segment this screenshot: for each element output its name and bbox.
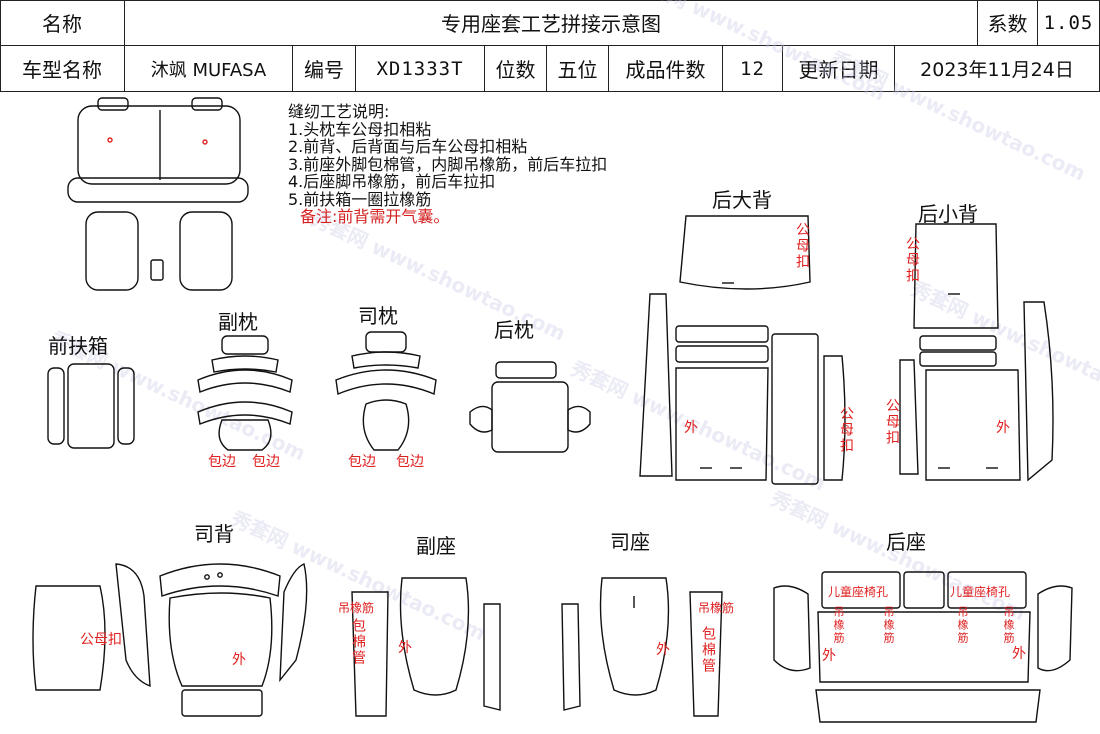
annotation-snap: 公母扣	[794, 222, 810, 270]
annotation-outer: 外	[656, 642, 670, 658]
annotation-binding: 包边	[208, 454, 236, 470]
note-item: 2.前背、后背面与后车公母扣相粘	[288, 137, 528, 156]
note-item: 3.前座外脚包棉管，内脚吊橡筋，前后车拉扣	[288, 154, 608, 174]
annotation-child-seat-hole: 儿童座椅孔	[950, 585, 1011, 599]
coefficient-value: 1.05	[1038, 0, 1100, 46]
code-label: 编号	[293, 46, 356, 92]
annotation-binding: 包边	[252, 454, 280, 470]
driver-headrest-pieces	[335, 331, 437, 451]
annotation-outer: 外	[1012, 646, 1026, 662]
label-rear-seat: 后座	[886, 530, 926, 554]
pieces-value: 12	[723, 46, 783, 92]
annotation-elastic: 吊橡筋	[698, 601, 735, 615]
name-label: 名称	[0, 0, 125, 46]
annotation-outer: 外	[398, 640, 412, 656]
label-rear-headrest: 后枕	[494, 318, 534, 342]
label-passenger-headrest: 副枕	[218, 310, 258, 334]
annotation-elastic: 吊橡筋	[832, 606, 845, 645]
model-label: 车型名称	[0, 46, 125, 92]
notes-title: 缝纫工艺说明:	[288, 102, 390, 121]
label-driver-headrest: 司枕	[358, 304, 398, 328]
annotation-elastic: 吊橡筋	[338, 601, 375, 615]
notes-remark: 备注:前背需开气囊。	[300, 207, 450, 226]
annotation-snap: 公母扣	[884, 398, 900, 446]
rear-big-back-pieces	[639, 215, 846, 485]
pattern-diagram	[32, 97, 1073, 723]
passenger-seat-pieces	[351, 577, 501, 717]
label-driver-seat: 司座	[610, 530, 650, 554]
annotation-cotton-tube: 包棉管	[350, 618, 366, 666]
sewing-notes: 缝纫工艺说明: 1.头枕车公母扣相粘 2.前背、后背面与后车公母扣相粘 3.前座…	[288, 103, 607, 226]
annotation-snap: 公母扣	[838, 406, 854, 454]
header-table: 名称 专用座套工艺拼接示意图 系数 1.05 车型名称 沐飒 MUFASA 编号…	[0, 0, 1100, 92]
annotation-binding: 包边	[396, 454, 424, 470]
label-rear-small-back: 后小背	[918, 202, 978, 226]
annotation-child-seat-hole: 儿童座椅孔	[828, 585, 889, 599]
annotation-outer: 外	[232, 652, 246, 668]
driver-back-pieces	[32, 563, 308, 717]
seats-value: 五位	[547, 46, 609, 92]
annotation-outer: 外	[996, 420, 1010, 436]
label-rear-big-back: 后大背	[712, 188, 772, 212]
annotation-binding: 包边	[348, 454, 376, 470]
driver-seat-pieces	[561, 577, 723, 717]
label-driver-back: 司背	[194, 522, 234, 546]
annotation-elastic: 吊橡筋	[882, 606, 895, 645]
note-item: 5.前扶箱一圈拉橡筋	[288, 189, 432, 209]
code-value: XD1333T	[356, 46, 485, 92]
model-value: 沐飒 MUFASA	[125, 46, 293, 92]
annotation-elastic: 吊橡筋	[956, 606, 969, 645]
rear-small-back-pieces	[899, 223, 1054, 482]
coefficient-label: 系数	[978, 0, 1038, 46]
rear-headrest-pieces	[469, 361, 591, 453]
label-passenger-seat: 副座	[416, 534, 456, 558]
label-front-armrest: 前扶箱	[48, 334, 108, 358]
note-item: 1.头枕车公母扣相粘	[288, 119, 432, 139]
sheet-title: 专用座套工艺拼接示意图	[125, 0, 978, 46]
annotation-cotton-tube: 包棉管	[700, 626, 716, 674]
annotation-outer: 外	[822, 648, 836, 664]
annotation-outer: 外	[684, 420, 698, 436]
annotation-snap: 公母扣	[904, 236, 920, 284]
front-armrest-pieces	[47, 363, 135, 449]
date-label: 更新日期	[783, 46, 895, 92]
rear-seat-pieces	[773, 571, 1073, 723]
annotation-snap: 公母扣	[80, 632, 122, 648]
annotation-elastic: 吊橡筋	[1002, 606, 1015, 645]
passenger-headrest-pieces	[197, 335, 293, 451]
pieces-label: 成品件数	[609, 46, 723, 92]
note-item: 4.后座脚吊橡筋，前后车拉扣	[288, 172, 496, 191]
seats-label: 位数	[485, 46, 547, 92]
seat-overview-thumbnail	[67, 97, 249, 291]
